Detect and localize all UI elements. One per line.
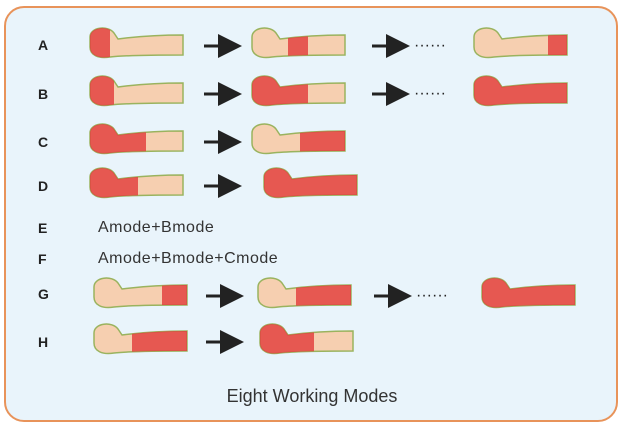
row-label-a: A — [38, 37, 49, 53]
row-label-b: B — [38, 86, 49, 102]
leg-b-1 — [89, 75, 184, 107]
leg-h-1 — [93, 323, 188, 355]
leg-b-2 — [251, 75, 346, 107]
leg-c-2 — [251, 123, 346, 155]
leg-g-3 — [481, 277, 576, 309]
diagram-caption: Eight Working Modes — [226, 386, 398, 406]
row-label-d: D — [38, 178, 49, 194]
leg-g-1 — [93, 277, 188, 309]
row-label-f: F — [38, 251, 47, 267]
formula-e: Amode+Bmode — [98, 219, 215, 236]
row-label-c: C — [38, 134, 49, 150]
ellipsis-a: ······ — [414, 37, 446, 54]
row-label-g: G — [38, 286, 49, 302]
leg-b-3 — [473, 75, 568, 107]
leg-d-1 — [89, 167, 184, 199]
leg-a-2 — [251, 27, 346, 59]
leg-a-1 — [89, 27, 184, 59]
row-label-h: H — [38, 334, 49, 350]
leg-d-2 — [263, 167, 358, 199]
ellipsis-g: ······ — [416, 287, 448, 304]
formula-f: Amode+Bmode+Cmode — [98, 250, 279, 267]
leg-c-1 — [89, 123, 184, 155]
row-label-e: E — [38, 220, 48, 236]
ellipsis-b: ······ — [414, 85, 446, 102]
leg-h-2 — [259, 323, 354, 355]
leg-a-3 — [473, 27, 568, 59]
leg-g-2 — [257, 277, 352, 309]
